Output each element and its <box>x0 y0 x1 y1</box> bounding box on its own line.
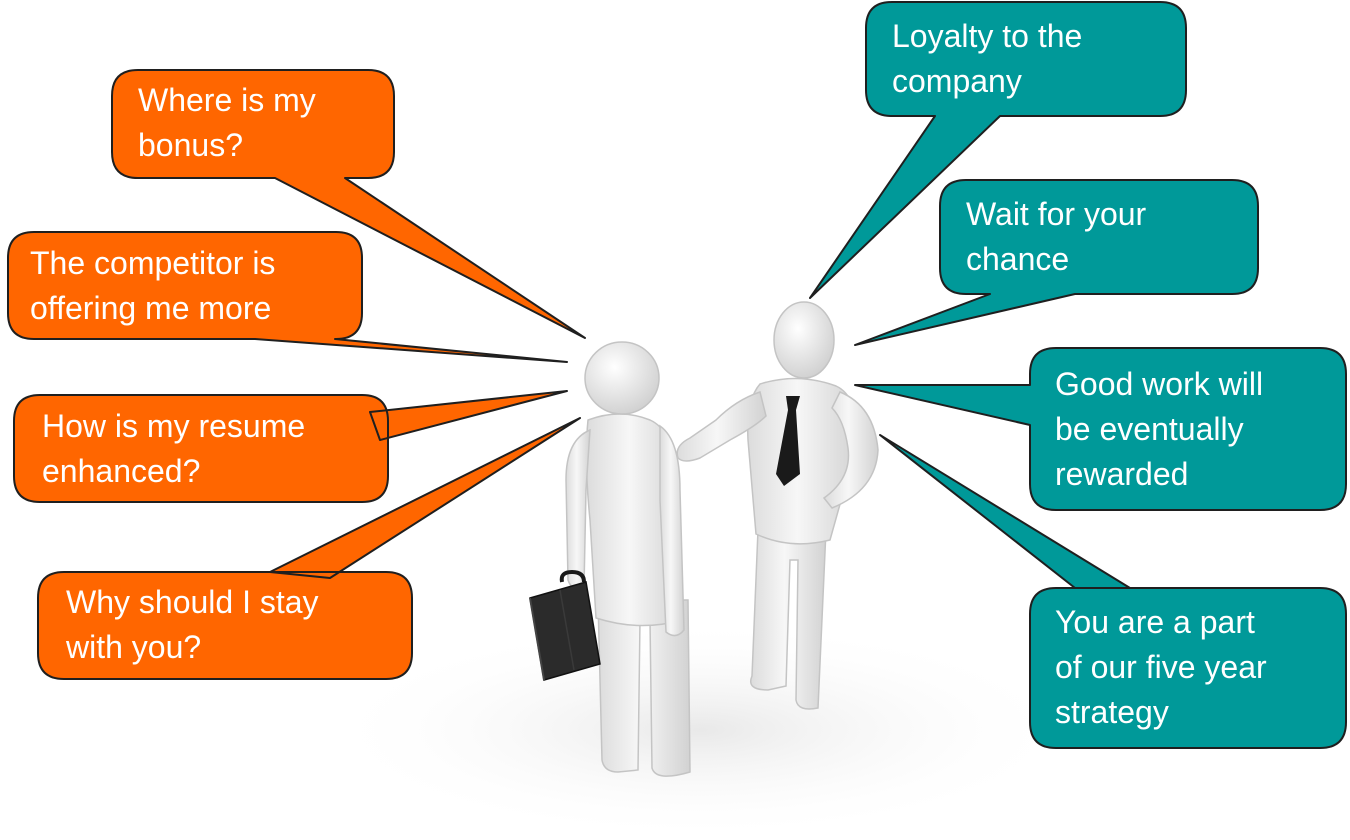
speech-bubble-resume-enhanced <box>13 390 568 503</box>
floor-shadow <box>320 620 1080 840</box>
speech-bubble-wait-chance <box>854 179 1259 346</box>
manager-pointing-arm <box>676 391 767 462</box>
bubble-line: Why should I stay <box>66 584 319 620</box>
manager-arm-on-hip <box>822 391 879 509</box>
employee-arm-left <box>565 428 591 590</box>
bubble-line: of our five year <box>1055 649 1267 685</box>
bubble-line: company <box>892 63 1022 99</box>
manager-figure <box>676 301 879 710</box>
bubble-line: be eventually <box>1055 411 1244 447</box>
manager-head <box>773 301 835 379</box>
employee-speech-bubbles <box>7 69 586 680</box>
briefcase-icon <box>529 569 601 681</box>
manager-bubble-text-2: Wait for your chance <box>966 192 1146 282</box>
bubble-line: with you? <box>66 629 202 665</box>
manager-bubble-text-1: Loyalty to the company <box>892 14 1082 104</box>
employee-arm-right <box>659 424 685 637</box>
manager-bubble-text-4: You are a part of our five year strategy <box>1055 600 1267 735</box>
employee-bubble-text-2: The competitor is offering me more <box>30 241 275 331</box>
bubble-line: The competitor is <box>30 245 276 281</box>
speech-bubble-where-is-my-bonus <box>111 69 586 339</box>
bubble-line: enhanced? <box>42 453 201 489</box>
manager-speech-bubbles <box>809 1 1347 749</box>
bubble-line: bonus? <box>138 127 243 163</box>
manager-legs <box>750 529 827 710</box>
bubble-line: Loyalty to the <box>892 18 1083 54</box>
bubble-line: Where is my <box>138 82 316 118</box>
bubble-line: Wait for your <box>966 196 1147 232</box>
speech-bubble-five-year-strategy <box>879 434 1347 749</box>
bubble-line: You are a part <box>1055 604 1255 640</box>
bubble-line: rewarded <box>1055 456 1189 492</box>
bubble-line: How is my resume <box>42 408 306 444</box>
speech-bubble-loyalty <box>809 1 1187 299</box>
bubble-line: chance <box>966 241 1070 277</box>
manager-tie <box>776 396 800 486</box>
bubble-line: Good work will <box>1055 366 1264 402</box>
employee-bubble-text-3: How is my resume enhanced? <box>42 404 305 494</box>
employee-bubble-text-4: Why should I stay with you? <box>66 580 319 670</box>
bubble-line: offering me more <box>30 290 272 326</box>
manager-bubble-text-3: Good work will be eventually rewarded <box>1055 362 1263 497</box>
speech-bubble-good-work <box>854 347 1347 511</box>
bubble-line: strategy <box>1055 694 1169 730</box>
employee-head <box>584 341 660 415</box>
employee-figure <box>529 341 691 777</box>
employee-bubble-text-1: Where is my bonus? <box>138 78 316 168</box>
speech-bubble-competitor-offer <box>7 231 568 363</box>
speech-bubble-why-stay <box>37 417 581 680</box>
